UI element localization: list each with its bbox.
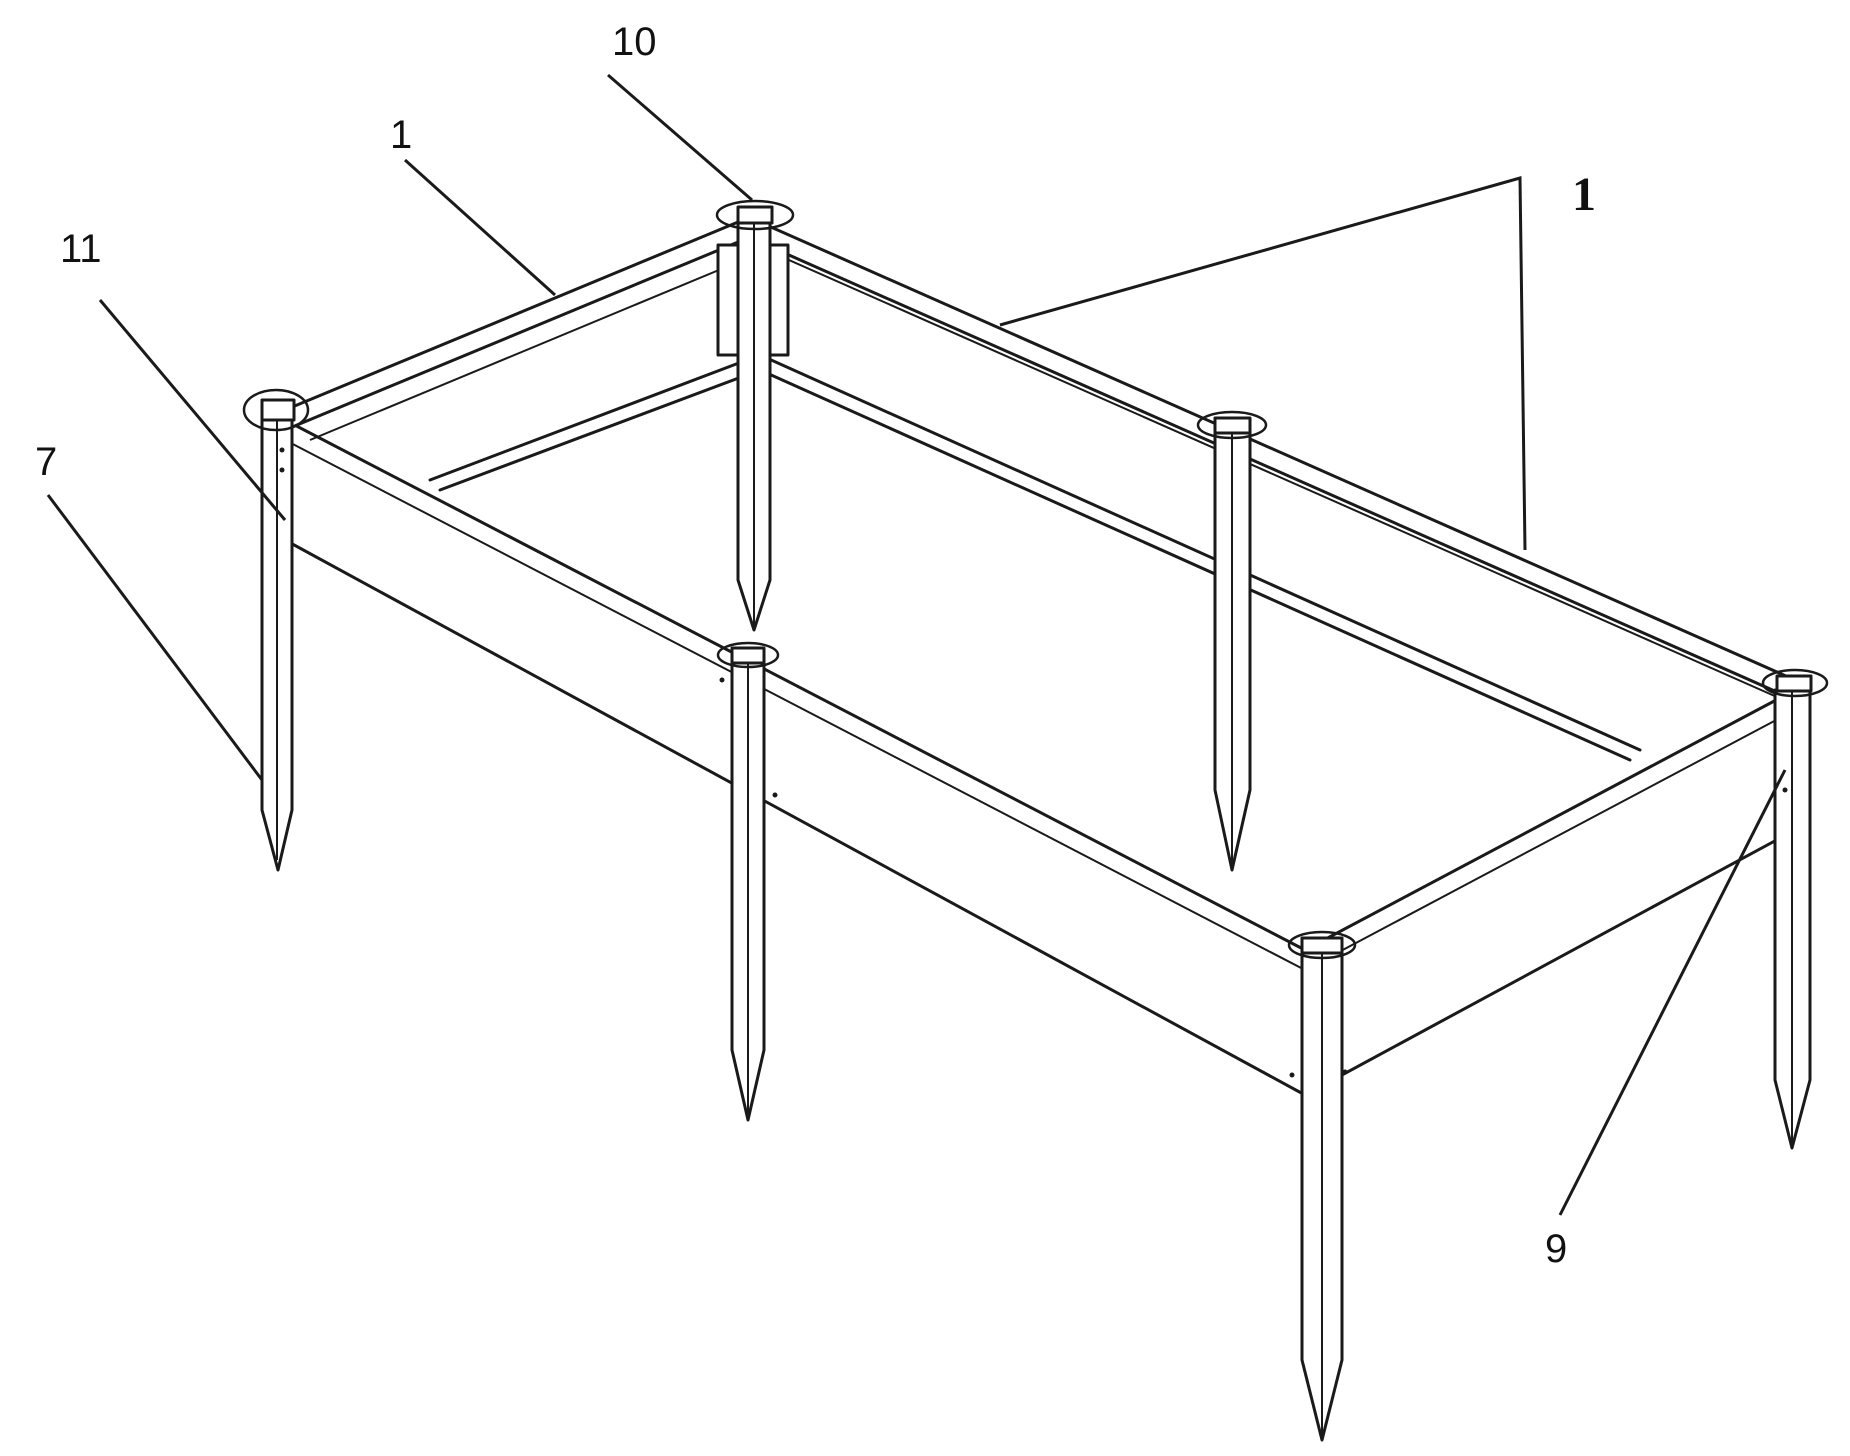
inner-rail-left: [428, 353, 762, 482]
leader-1-right: [999, 176, 1527, 551]
back-panel-inner-edge: [754, 244, 1796, 706]
label-1-right: 1: [1572, 168, 1596, 221]
corner-ring-back-left: [715, 199, 795, 231]
corner-cap-middle-front: [730, 646, 766, 665]
corner-ring-back-right: [1761, 668, 1829, 698]
leader-11: [98, 299, 287, 521]
label-11: 11: [60, 227, 102, 271]
corner-ring-middle-back: [1196, 410, 1268, 440]
corner-ring-front-left: [242, 388, 310, 432]
leader-10: [607, 73, 753, 202]
corner-cap-back-left: [736, 205, 774, 225]
label-1-left: 1: [390, 113, 412, 157]
back-long-panel-top: [753, 218, 1797, 702]
inner-rail-back-b: [758, 368, 1632, 762]
front-panel-top-rail: [284, 439, 1306, 971]
leader-7: [46, 494, 264, 781]
corner-ring-middle-front: [716, 641, 780, 669]
label-10: 10: [612, 20, 657, 64]
front-long-panel: [283, 418, 1307, 1097]
label-9: 9: [1545, 1227, 1567, 1271]
inner-rail-left-b: [438, 368, 762, 492]
corner-cap-front-right: [1300, 936, 1344, 955]
inner-rail-back: [758, 353, 1642, 752]
corner-cap-middle-back: [1213, 416, 1252, 435]
leader-1-left: [403, 158, 557, 297]
right-panel-top-rail: [1304, 709, 1796, 971]
corner-ring-front-right: [1287, 930, 1357, 960]
corner-cap-back-right: [1775, 674, 1813, 693]
corner-cap-front-left: [260, 398, 296, 422]
label-7: 7: [35, 440, 57, 484]
leader-9: [1558, 769, 1787, 1216]
left-panel-inner-edge: [309, 254, 756, 441]
